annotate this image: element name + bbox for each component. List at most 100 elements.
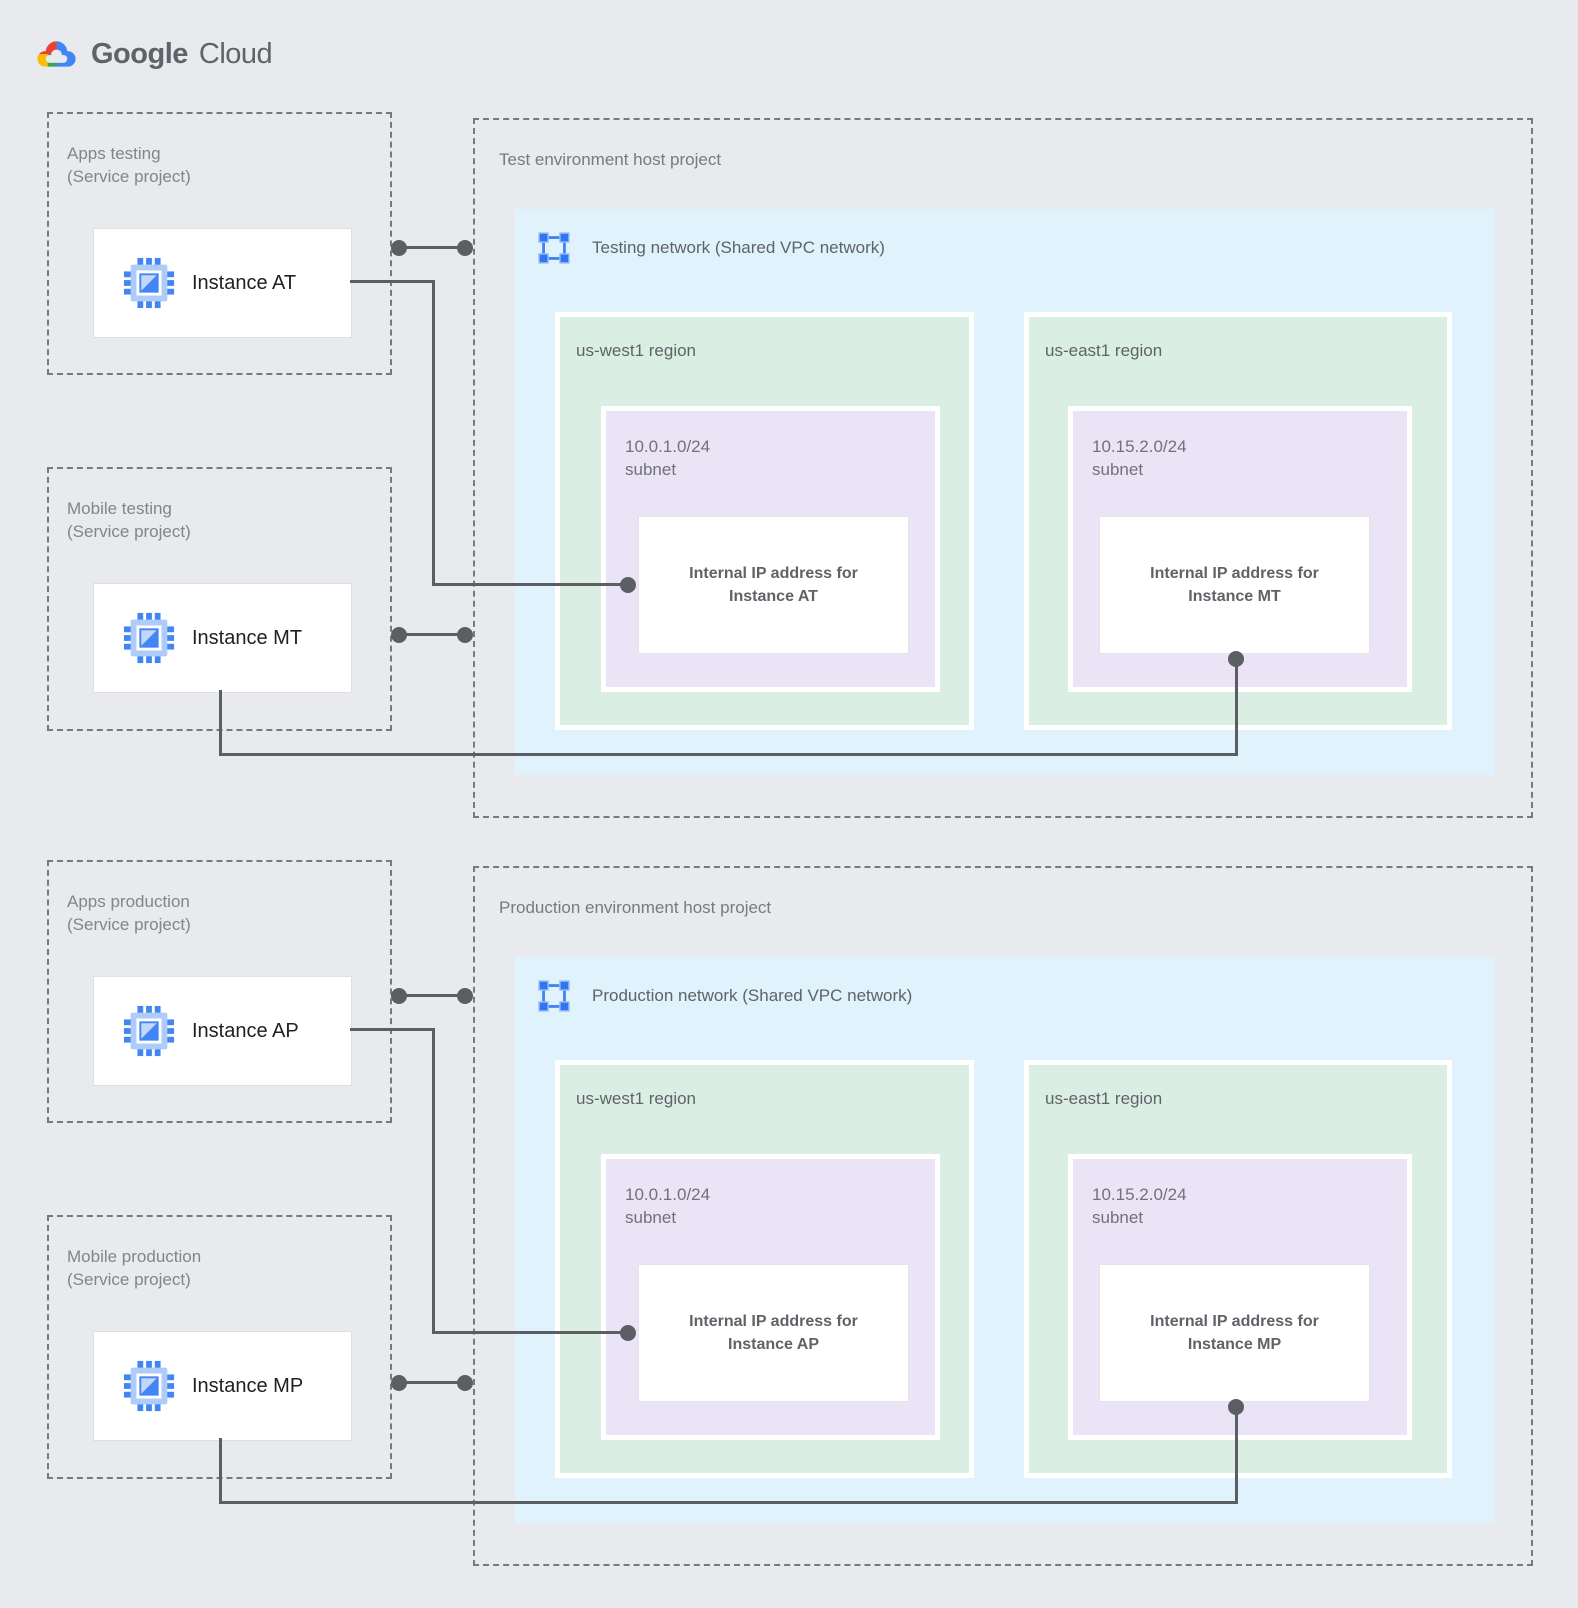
internal-ip-card-mt: Internal IP address for Instance MT (1099, 516, 1370, 654)
instance-label: Instance AP (192, 1019, 299, 1042)
subnet-word: subnet (625, 460, 677, 479)
internal-ip-instance: Instance AP (728, 1336, 819, 1353)
compute-engine-icon (123, 612, 175, 664)
service-project-type: (Service project) (67, 167, 191, 186)
section-test-environment: Apps testing (Service project) Instance … (47, 112, 1533, 818)
compute-engine-icon (123, 257, 175, 309)
instance-card-mt: Instance MT (93, 583, 352, 693)
vpc-network-icon (536, 230, 572, 266)
connector-line (399, 633, 465, 636)
host-project-title: Production environment host project (499, 898, 772, 917)
subnet-box: 10.15.2.0/24 subnet Internal IP address … (1068, 1154, 1412, 1440)
region-label: us-east1 region (1045, 1089, 1163, 1108)
instance-label: Instance MP (192, 1374, 304, 1397)
connector-line (432, 1028, 435, 1334)
connector-dot (457, 1375, 473, 1391)
connector-line (1235, 659, 1238, 756)
service-project-type: (Service project) (67, 522, 191, 541)
instance-card-mp: Instance MP (93, 1331, 352, 1441)
service-project-name: Apps testing (67, 144, 161, 163)
subnet-box: 10.0.1.0/24 subnet Internal IP address f… (601, 406, 940, 692)
internal-ip-card-mp: Internal IP address for Instance MP (1099, 1264, 1370, 1402)
subnet-label: 10.15.2.0/24 subnet (1092, 1183, 1187, 1229)
connector-line (432, 280, 435, 586)
service-project-name: Mobile production (67, 1247, 202, 1266)
service-project-type: (Service project) (67, 1270, 191, 1289)
connector-line (1235, 1407, 1238, 1504)
instance-card-at: Instance AT (93, 228, 352, 338)
service-project-name: Apps production (67, 892, 190, 911)
internal-ip-card-at: Internal IP address for Instance AT (638, 516, 909, 654)
vpc-network-header: Testing network (Shared VPC network) (535, 229, 885, 267)
connector-dot (1228, 651, 1244, 667)
instance-label: Instance MT (192, 626, 303, 649)
region-box-us-west1: us-west1 region 10.0.1.0/24 subnet Inter… (555, 312, 974, 730)
service-project-label: Apps production (Service project) (67, 890, 191, 936)
region-label: us-east1 region (1045, 341, 1163, 360)
connector-dot (620, 1325, 636, 1341)
connector-dot (620, 577, 636, 593)
subnet-box: 10.0.1.0/24 subnet Internal IP address f… (601, 1154, 940, 1440)
subnet-label: 10.0.1.0/24 subnet (625, 435, 710, 481)
vpc-network-box-production: Production network (Shared VPC network) … (515, 957, 1495, 1523)
section-production-environment: Apps production (Service project) Instan… (0, 748, 1578, 1568)
internal-ip-instance: Instance AT (729, 588, 818, 605)
connector-line (432, 583, 629, 586)
vpc-network-icon (536, 978, 572, 1014)
connector-line (350, 280, 435, 283)
logo-text-google: Google (91, 37, 188, 70)
subnet-cidr: 10.15.2.0/24 (1092, 1185, 1187, 1204)
subnet-box: 10.15.2.0/24 subnet Internal IP address … (1068, 406, 1412, 692)
service-project-label: Mobile testing (Service project) (67, 497, 191, 543)
internal-ip-instance: Instance MP (1187, 1336, 1282, 1353)
host-project-title: Test environment host project (499, 150, 722, 169)
connector-dot (457, 988, 473, 1004)
connector-line (219, 753, 1238, 756)
subnet-cidr: 10.15.2.0/24 (1092, 437, 1187, 456)
connector-dot (457, 240, 473, 256)
connector-dot (457, 627, 473, 643)
subnet-word: subnet (1092, 1208, 1144, 1227)
region-label: us-west1 region (576, 341, 697, 360)
region-label: us-west1 region (576, 1089, 697, 1108)
connector-line (399, 246, 465, 249)
service-project-label: Apps testing (Service project) (67, 142, 191, 188)
internal-ip-label: Internal IP address for (689, 565, 858, 582)
subnet-label: 10.0.1.0/24 subnet (625, 1183, 710, 1229)
region-box-us-east1: us-east1 region 10.15.2.0/24 subnet Inte… (1024, 1060, 1452, 1478)
service-project-label: Mobile production (Service project) (67, 1245, 201, 1291)
host-project-box-production: Production environment host project Prod… (473, 866, 1533, 1566)
region-box-us-west1: us-west1 region 10.0.1.0/24 subnet Inter… (555, 1060, 974, 1478)
internal-ip-card-ap: Internal IP address for Instance AP (638, 1264, 909, 1402)
connector-dot (1228, 1399, 1244, 1415)
instance-card-ap: Instance AP (93, 976, 352, 1086)
compute-engine-icon (123, 1005, 175, 1057)
compute-engine-icon (123, 1360, 175, 1412)
connector-line (399, 994, 465, 997)
connector-dot (391, 627, 407, 643)
google-cloud-logo: Google Cloud (33, 36, 273, 72)
vpc-network-label: Testing network (Shared VPC network) (592, 238, 885, 257)
service-project-type: (Service project) (67, 915, 191, 934)
subnet-word: subnet (1092, 460, 1144, 479)
connector-dot (391, 988, 407, 1004)
logo-text-cloud: Cloud (198, 37, 273, 70)
vpc-network-box-testing: Testing network (Shared VPC network) us-… (515, 209, 1495, 775)
connector-dot (391, 1375, 407, 1391)
internal-ip-label: Internal IP address for (1150, 1313, 1319, 1330)
subnet-label: 10.15.2.0/24 subnet (1092, 435, 1187, 481)
service-project-box-apps-testing: Apps testing (Service project) Instance … (47, 112, 392, 375)
connector-line (219, 1438, 222, 1504)
internal-ip-label: Internal IP address for (1150, 565, 1319, 582)
host-project-box-test: Test environment host project Testing ne… (473, 118, 1533, 818)
service-project-box-apps-production: Apps production (Service project) Instan… (47, 860, 392, 1123)
connector-line (432, 1331, 629, 1334)
instance-label: Instance AT (192, 271, 297, 294)
vpc-network-header: Production network (Shared VPC network) (535, 977, 912, 1015)
connector-line (350, 1028, 435, 1031)
internal-ip-instance: Instance MT (1188, 588, 1281, 605)
service-project-name: Mobile testing (67, 499, 172, 518)
region-box-us-east1: us-east1 region 10.15.2.0/24 subnet Inte… (1024, 312, 1452, 730)
connector-dot (391, 240, 407, 256)
